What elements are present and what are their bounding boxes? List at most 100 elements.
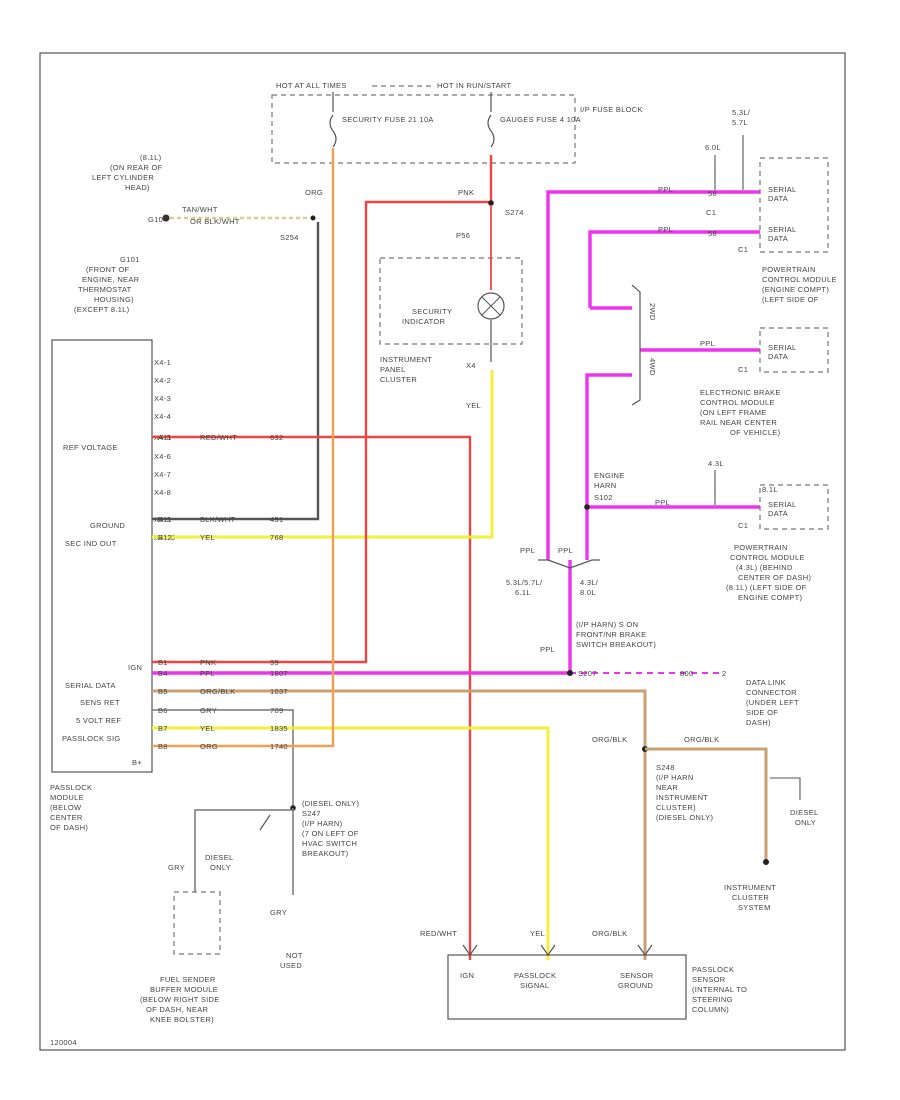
s247-label: (DIESEL ONLY)S247(I/P HARN)(7 ON LEFT OF…: [302, 799, 359, 858]
cluster-system-dot: [763, 859, 769, 865]
module-wire-color: PPL: [200, 669, 215, 678]
pcm-1-eng-left: 6.0L: [705, 143, 721, 152]
dlc-pin: 2: [722, 669, 726, 678]
module-wire-pin: B11: [158, 515, 172, 524]
b-plus-label: B+: [132, 758, 142, 767]
passlock-sig-label: PASSLOCK SIG: [62, 734, 120, 743]
engine-harn-dot: [584, 504, 590, 510]
ref-voltage-wire: [152, 435, 472, 960]
passlock-sensor-box: [447, 954, 687, 1020]
module-wire-color: RED/WHT: [200, 433, 237, 442]
module-wire-pin: B7: [158, 724, 168, 733]
pcm-1-pin-a: 58: [708, 189, 717, 198]
passlock-sig-wire: [152, 726, 550, 960]
gauges-fuse-label: GAUGES FUSE 4 10A: [500, 115, 581, 124]
ppl-label-4: PPL: [655, 498, 670, 507]
fuse-block-label: I/P FUSE BLOCK: [580, 105, 643, 114]
ebcm-c1: C1: [738, 365, 748, 374]
sec-ind-out-label: SEC IND OUT: [65, 539, 117, 548]
module-wire-circuit: 1037: [270, 687, 288, 696]
module-pin-label: X4-7: [154, 470, 171, 479]
splice-s274-label: S274: [505, 208, 524, 217]
module-wire-color: BLK/WHT: [200, 515, 236, 524]
org-blk-label-sensor: ORG/BLK: [592, 929, 627, 938]
hot-at-all-times-label: HOT AT ALL TIMES: [276, 81, 347, 90]
2wd-label: 2WD: [648, 303, 657, 321]
module-wire-pin: B8: [158, 742, 168, 751]
module-wire-color: ORG: [200, 742, 218, 751]
module-wire-color: YEL: [200, 724, 215, 733]
pcm-1-c2: C1: [738, 245, 748, 254]
module-pin-label: X4-4: [154, 412, 171, 421]
ppl-label-3: PPL: [700, 339, 715, 348]
org-blk-label: ORG/BLK: [592, 735, 627, 744]
passlock-module-box: [51, 339, 153, 773]
ppl-label-2: PPL: [658, 225, 673, 234]
module-wire-pin: B4: [158, 669, 168, 678]
hot-in-run-label: HOT IN RUN/START: [437, 81, 512, 90]
pcm-1-pin-b: 58: [708, 229, 717, 238]
s207-id: S207: [578, 669, 597, 678]
pcm-1-eng-top: 5.3L/5.7L: [732, 108, 751, 127]
module-wire-circuit: 39: [270, 658, 279, 667]
splice-note-left: 5.3L/5.7L/6.1L: [506, 578, 543, 597]
ppl-label-5: PPL: [520, 546, 535, 555]
module-wire-circuit: 1807: [270, 669, 288, 678]
org-blk-label-2: ORG/BLK: [684, 735, 719, 744]
ref-voltage-label: REF VOLTAGE: [63, 443, 118, 452]
module-wire-pin: B1: [158, 658, 168, 667]
fuel-sender-wire: [194, 809, 293, 892]
serial-data-label: SERIAL DATA: [65, 681, 116, 690]
ign-label: IGN: [128, 663, 142, 672]
module-pin-label: X4-2: [154, 376, 171, 385]
module-wire-color: GRY: [200, 706, 217, 715]
diagram-id: 120004: [50, 1038, 77, 1047]
module-pin-label: X4-1: [154, 358, 171, 367]
cluster-outline: [379, 257, 523, 345]
module-wire-circuit: 1740: [270, 742, 288, 751]
sens-ret-label: SENS RET: [80, 698, 120, 707]
module-wire-circuit: 451: [270, 515, 283, 524]
module-wire-circuit: 632: [270, 433, 283, 442]
pnk-wire-label: PNK: [458, 188, 474, 197]
ign-wire: [152, 155, 493, 664]
5v-ref-wire: [152, 709, 294, 808]
pcm-2-outline: [759, 484, 829, 530]
5-volt-ref-label: 5 VOLT REF: [76, 716, 121, 725]
dlc-circuit: 800: [680, 669, 693, 678]
ppl-label-7: PPL: [540, 645, 555, 654]
module-wire-circuit: 1835: [270, 724, 288, 733]
module-wire-pin: B6: [158, 706, 168, 715]
pcm-2-c1: C1: [738, 521, 748, 530]
gry-label-2: GRY: [270, 908, 287, 917]
module-wire-color: PNK: [200, 658, 216, 667]
pcm-2-eng-top: 4.3L: [708, 459, 724, 468]
pcm-1-c1: C1: [706, 208, 716, 217]
fuse-block-outline: [271, 94, 576, 164]
ppl-label-6: PPL: [558, 546, 573, 555]
ppl-label-1: PPL: [658, 185, 673, 194]
security-indicator-lamp-icon: [477, 292, 505, 320]
pcm-2-eng-right: 8.1L: [762, 485, 778, 494]
security-fuse-icon: [329, 114, 337, 148]
ppl-wire-pcm-1b: [588, 230, 760, 308]
ground-icon: [162, 214, 170, 222]
gry-label-3: GRY: [168, 863, 185, 872]
diagram-frame: [39, 52, 846, 1051]
module-wire-circuit: 709: [270, 706, 283, 715]
b-plus-wire: [152, 148, 335, 748]
